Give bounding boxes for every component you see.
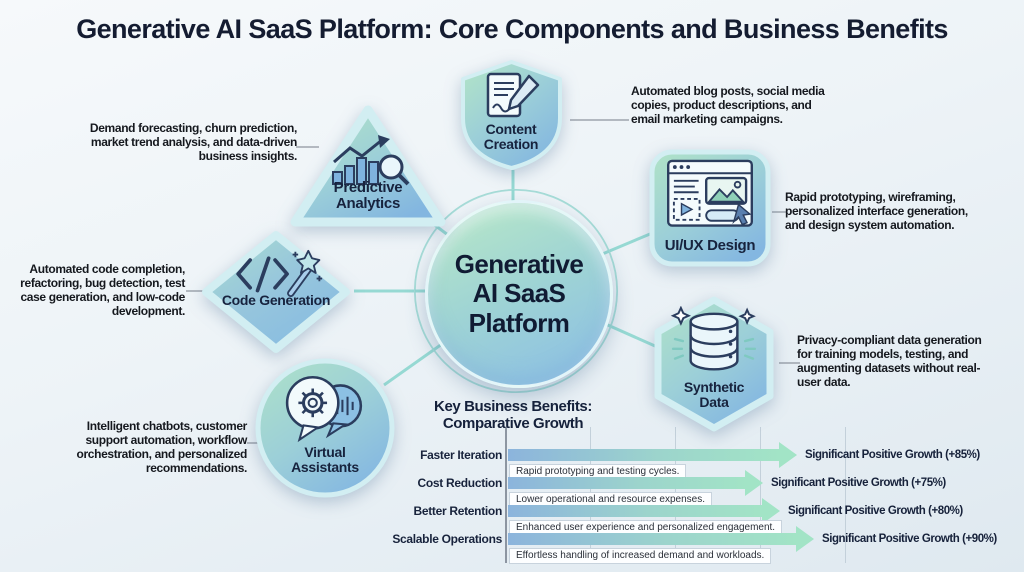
benefit-value: Significant Positive Growth (+80%) <box>788 505 963 517</box>
node-code-generation: Code Generation <box>198 227 354 357</box>
hub-outer-ring <box>414 189 618 393</box>
benefit-label: Cost Reduction <box>417 476 503 490</box>
chart-axis <box>505 427 507 563</box>
document-pen-icon <box>486 72 540 118</box>
node-uiux-design: UI/UX Design <box>647 147 773 269</box>
node-content-creation: Content Creation <box>455 58 568 172</box>
growth-arrow <box>508 470 763 496</box>
node-predictive-analytics: Predictive Analytics <box>283 98 453 233</box>
benefit-row-cost-reduction: Cost Reduction Significant Positive Grow… <box>378 470 946 496</box>
code-wand-icon <box>236 249 323 297</box>
benefit-row-better-retention: Better Retention Significant Positive Gr… <box>378 498 963 524</box>
chart-magnifier-icon <box>332 135 410 186</box>
description-synthetic-data: Privacy-compliant data generation for tr… <box>797 333 982 389</box>
benefit-label: Scalable Operations <box>392 532 502 546</box>
benefit-row-faster-iteration: Faster Iteration Significant Positive Gr… <box>378 442 980 468</box>
node-virtual-assistants: Virtual Assistants <box>252 355 398 501</box>
browser-window-icon <box>667 159 753 227</box>
benefit-label: Better Retention <box>413 504 502 518</box>
node-label: Content Creation <box>483 121 539 153</box>
arrowhead-icon <box>779 442 797 468</box>
node-label: Code Generation <box>221 292 331 308</box>
chart-title: Key Business Benefits: Comparative Growt… <box>424 398 602 433</box>
page-title: Generative AI SaaS Platform: Core Compon… <box>76 14 948 44</box>
benefit-label: Faster Iteration <box>420 448 502 462</box>
benefit-value: Significant Positive Growth (+75%) <box>771 477 946 489</box>
chart-gridline <box>845 427 846 563</box>
node-label: Virtual Assistants <box>291 444 359 476</box>
description-predictive-analytics: Demand forecasting, churn prediction, ma… <box>89 121 297 163</box>
benefit-sublabel: Effortless handling of increased demand … <box>509 548 772 564</box>
node-label: Synthetic Data <box>683 379 745 411</box>
chart-title-line2: Comparative Growth <box>442 414 584 432</box>
hub-circle: Generative AI SaaS Platform <box>425 200 613 388</box>
node-label: UI/UX Design <box>664 237 756 254</box>
node-synthetic-data: Synthetic Data <box>648 292 780 436</box>
benefit-row-scalable-operations: Scalable Operations Significant Positive… <box>378 526 997 552</box>
description-code-generation: Automated code completion, refactoring, … <box>20 262 185 318</box>
node-label: Predictive Analytics <box>333 179 403 213</box>
benefit-value: Significant Positive Growth (+85%) <box>805 449 980 461</box>
description-uiux-design: Rapid prototyping, wireframing, personal… <box>785 190 968 232</box>
hub-label: Generative AI SaaS Platform <box>454 248 584 338</box>
arrowhead-icon <box>796 526 814 552</box>
arrowhead-icon <box>745 470 763 496</box>
benefit-value: Significant Positive Growth (+90%) <box>822 533 997 545</box>
growth-arrow <box>508 442 797 468</box>
arrowhead-icon <box>762 498 780 524</box>
description-content-creation: Automated blog posts, social media copie… <box>631 84 825 126</box>
growth-arrow <box>508 498 780 524</box>
chart-title-line1: Key Business Benefits: <box>434 398 592 415</box>
growth-arrow <box>508 526 814 552</box>
database-icon <box>670 306 757 371</box>
chat-bubbles-icon <box>285 375 363 443</box>
description-virtual-assistants: Intelligent chatbots, customer support a… <box>76 419 247 475</box>
